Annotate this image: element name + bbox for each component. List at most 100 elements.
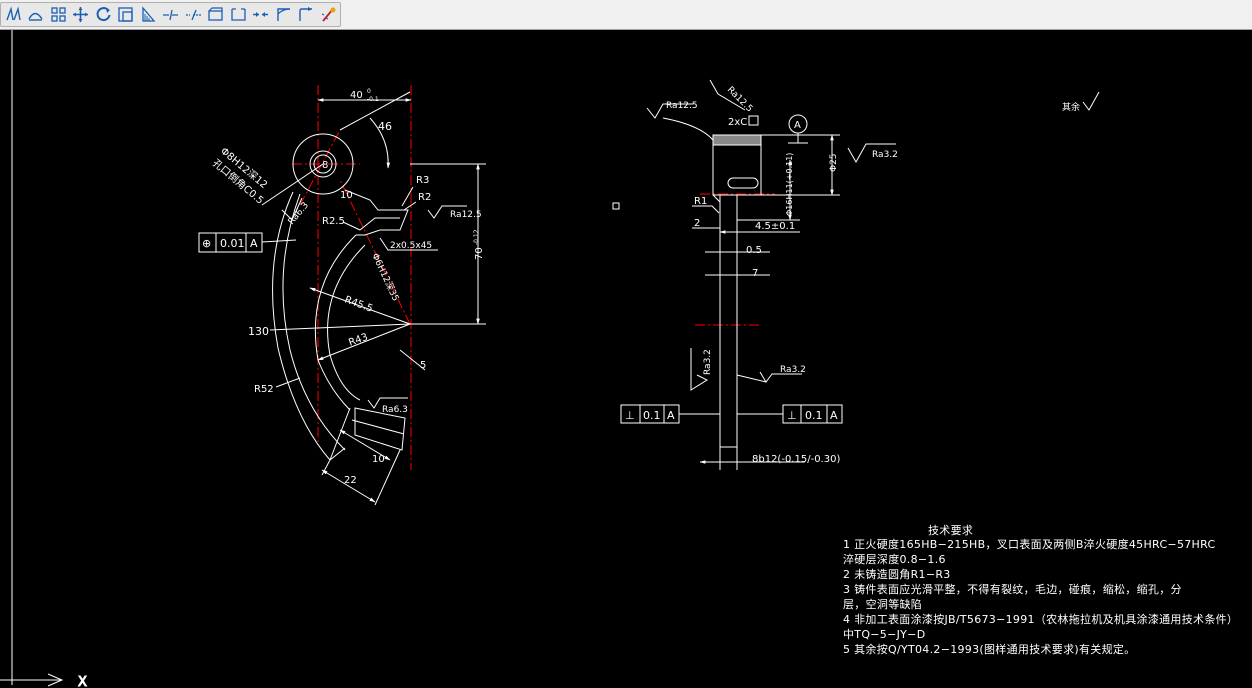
rfl-value: 0.1 bbox=[643, 409, 661, 422]
right-ra125-b: Ra12.5 bbox=[725, 85, 754, 114]
tech-item: 2 未铸造圆角R1−R3 bbox=[843, 568, 951, 581]
dim-45: 4.5±0.1 bbox=[755, 221, 795, 232]
arc-length-button[interactable] bbox=[48, 4, 69, 25]
center-mark-icon bbox=[276, 8, 290, 21]
rfl-symbol: ⊥ bbox=[625, 409, 635, 422]
dim-r52: R52 bbox=[254, 384, 274, 395]
dim-height-tol: -0.12 bbox=[473, 229, 480, 245]
left-frame-value: 0.01 bbox=[220, 237, 245, 250]
depth-note: Φ6H12深35 bbox=[369, 252, 401, 303]
right-ra32-m: Ra3.2 bbox=[780, 365, 806, 375]
boss-outer bbox=[292, 133, 354, 195]
dim-width: 8b12(-0.15/-0.30) bbox=[752, 454, 840, 465]
quick-dim-icon bbox=[185, 9, 201, 21]
hatch-strip bbox=[712, 134, 762, 146]
ra-125-label: Ra12.5 bbox=[450, 210, 482, 220]
dim-2: 2 bbox=[694, 218, 700, 229]
ordinate-icon bbox=[73, 7, 89, 22]
dim-r3: R3 bbox=[416, 175, 429, 186]
baseline-icon bbox=[208, 7, 223, 21]
dim-edit-icon bbox=[299, 7, 313, 21]
dim-r1: R1 bbox=[694, 196, 707, 207]
ucs-icon: X bbox=[0, 673, 88, 688]
tech-title: 技术要求 bbox=[928, 524, 974, 537]
dim-22: 22 bbox=[344, 475, 357, 486]
dim-r455: R45.5 bbox=[343, 294, 374, 314]
quick-dim-button[interactable] bbox=[183, 4, 204, 25]
radius-dim-icon bbox=[96, 7, 111, 22]
tolerance-button[interactable] bbox=[250, 4, 271, 25]
tech-requirements-list: 1 正火硬度165HB−215HB，叉口表面及两侧B淬火硬度45HRC−57HR… bbox=[843, 537, 1238, 657]
inner-arc bbox=[314, 234, 357, 411]
arc-length-icon bbox=[51, 7, 66, 22]
snap-marker bbox=[612, 202, 620, 210]
jogged-icon bbox=[118, 7, 133, 22]
left-frame-symbol: ⊕ bbox=[202, 237, 211, 250]
dim-r25: R2.5 bbox=[322, 216, 345, 227]
chamfer-2x: 2xC bbox=[728, 117, 747, 128]
jogged-button[interactable] bbox=[115, 4, 136, 25]
dim-05: 0.5 bbox=[746, 245, 762, 256]
ra-bottom-label: Ra6.3 bbox=[382, 405, 408, 415]
toolbar-group bbox=[0, 2, 341, 27]
dim-5: 5 bbox=[420, 360, 426, 371]
dim-top-width-tol-up: 0 bbox=[367, 88, 371, 95]
right-centerlines bbox=[695, 193, 775, 326]
cad-drawing: X 40 0 -0.1 46 Φ8H12深12 孔口倒角C0.5 8 Ra6.3 bbox=[0, 30, 1100, 688]
dim-top-width-tol-low: -0.1 bbox=[367, 96, 379, 103]
outer-arc bbox=[272, 191, 331, 461]
rfl-datum: A bbox=[667, 409, 675, 422]
dim-10: 10 bbox=[372, 454, 385, 465]
center-mark-button[interactable] bbox=[273, 4, 294, 25]
dim-dia25: Φ25 bbox=[829, 153, 839, 172]
baseline-button[interactable] bbox=[205, 4, 226, 25]
diameter-icon bbox=[142, 6, 156, 22]
dim-edit-button[interactable] bbox=[295, 4, 316, 25]
chamfer-label: 2x0.5x45 bbox=[390, 241, 432, 251]
dim-update-icon bbox=[321, 7, 336, 22]
tolerance-icon bbox=[253, 12, 269, 17]
other-surfaces-symbol bbox=[1082, 91, 1100, 111]
aligned-dim-icon bbox=[28, 12, 44, 21]
dim-r2: R2 bbox=[418, 192, 431, 203]
tech-item: 中TQ−5−JY−D bbox=[843, 628, 926, 641]
ucs-x-label: X bbox=[78, 675, 87, 688]
right-frame-right[interactable]: ⊥ 0.1 A bbox=[737, 404, 843, 424]
dim-r43: R43 bbox=[347, 332, 369, 349]
head-hole bbox=[727, 177, 759, 189]
drawing-canvas[interactable]: X 40 0 -0.1 46 Φ8H12深12 孔口倒角C0.5 8 Ra6.3 bbox=[0, 30, 1252, 688]
right-ra32-r: Ra3.2 bbox=[872, 150, 898, 160]
rfr-datum: A bbox=[830, 409, 838, 422]
tech-item: 5 其余按Q/YT04.2−1993(图样通用技术要求)有关规定。 bbox=[843, 643, 1136, 656]
ordinate-button[interactable] bbox=[70, 4, 91, 25]
dim-angle: 46 bbox=[378, 120, 392, 133]
rfr-value: 0.1 bbox=[805, 409, 823, 422]
dimension-toolbar bbox=[0, 0, 1252, 30]
rfr-symbol: ⊥ bbox=[787, 409, 797, 422]
right-ra32-l: Ra3.2 bbox=[703, 349, 713, 375]
aligned-dim-button[interactable] bbox=[25, 4, 46, 25]
radius-dim-button[interactable] bbox=[93, 4, 114, 25]
left-frame-datum: A bbox=[250, 237, 258, 250]
dim-hole-dia: 8 bbox=[322, 160, 328, 171]
tech-item: 层，空洞等缺陷 bbox=[843, 598, 923, 611]
linear-dim-icon bbox=[6, 6, 21, 21]
dim-130: 130 bbox=[248, 325, 269, 338]
other-surfaces-label: 其余 bbox=[1062, 101, 1080, 113]
dim-r10: 10 bbox=[340, 190, 353, 201]
dim-top-width: 40 bbox=[350, 90, 363, 101]
right-frame-left[interactable]: ⊥ 0.1 A bbox=[620, 404, 720, 424]
dim-7: 7 bbox=[752, 268, 758, 279]
diameter-button[interactable] bbox=[138, 4, 159, 25]
left-tolerance-frame[interactable]: ⊕ 0.01 A bbox=[198, 232, 297, 253]
outer-arc-2 bbox=[282, 193, 346, 451]
boss-hole bbox=[309, 150, 337, 178]
linear-dim-button[interactable] bbox=[3, 4, 24, 25]
left-view: 40 0 -0.1 46 Φ8H12深12 孔口倒角C0.5 8 Ra6.3 1… bbox=[198, 85, 486, 506]
inner-arc-2 bbox=[327, 244, 366, 401]
angular-button[interactable] bbox=[160, 4, 181, 25]
continue-button[interactable] bbox=[228, 4, 249, 25]
dim-update-button[interactable] bbox=[318, 4, 339, 25]
right-view: Ra12.5 Ra12.5 2xC A Φ25 Ra3.2 Φ16H11(+0.… bbox=[620, 79, 1100, 470]
tech-item: 4 非加工表面涂漆按JB/T5673−1991（农林拖拉机及机具涂漆通用技术条件… bbox=[843, 613, 1239, 626]
